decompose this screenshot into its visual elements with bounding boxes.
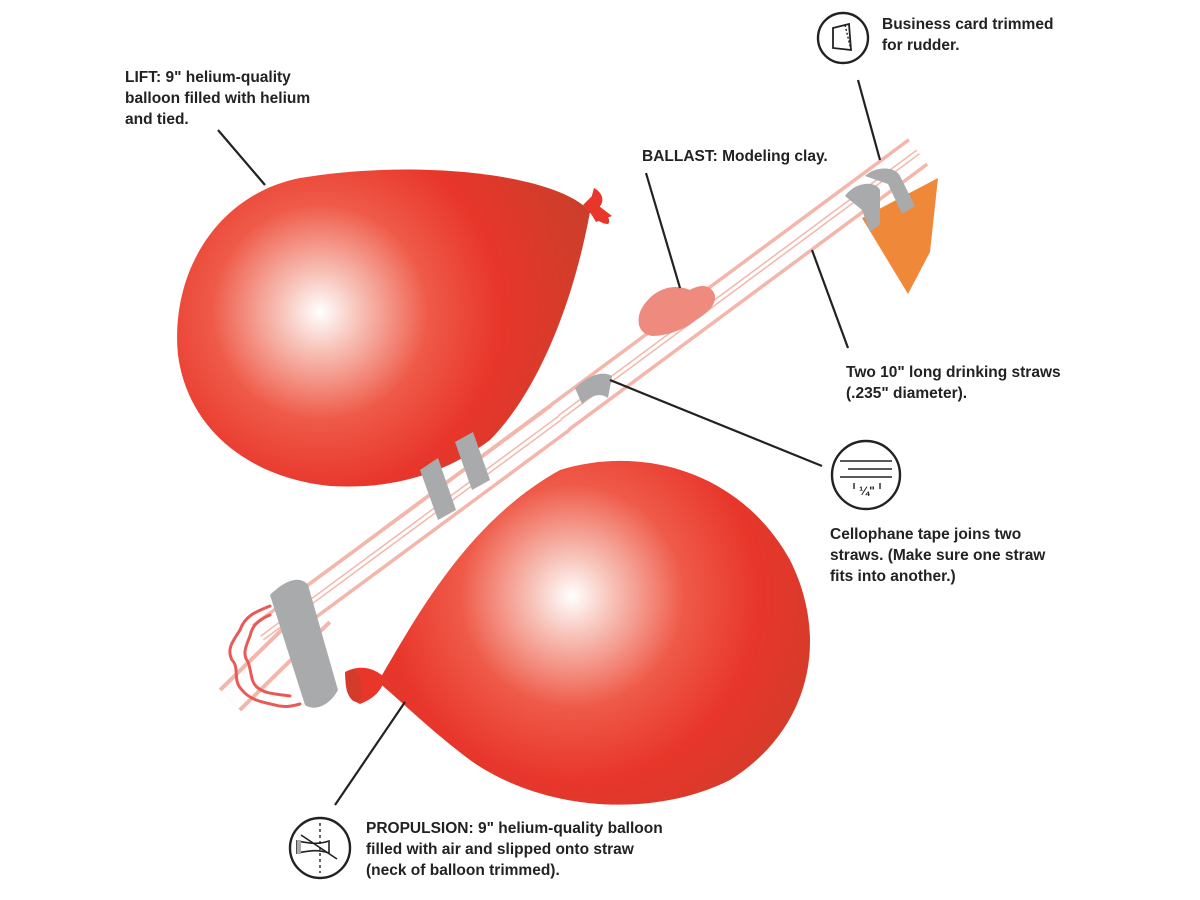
propulsion-balloon xyxy=(345,460,810,805)
ballast-label: BALLAST: Modeling clay. xyxy=(642,148,828,165)
leader-propulsion xyxy=(334,701,406,806)
lift-label: LIFT: 9" helium-quality balloon filled w… xyxy=(125,69,311,128)
lift-balloon xyxy=(177,169,612,487)
leader-ballast xyxy=(644,172,682,289)
straws-label: Two 10" long drinking straws (.235" diam… xyxy=(846,364,1061,402)
trimmed-neck xyxy=(228,604,302,709)
business-card-label: Business card trimmed for rudder. xyxy=(882,16,1054,54)
tape-label: Cellophane tape joins two straws. (Make … xyxy=(830,526,1046,585)
leader-lift xyxy=(217,129,266,186)
tape-rudder xyxy=(845,168,915,232)
rudder-card xyxy=(862,178,938,294)
leader-lines xyxy=(217,79,882,806)
tape-strips-lift xyxy=(420,432,490,520)
business-card-icon xyxy=(815,10,871,71)
tape-join xyxy=(575,373,612,404)
leader-business-card xyxy=(856,79,882,161)
propulsion-label: PROPULSION: 9" helium-quality balloon fi… xyxy=(366,820,663,879)
ballast-clay xyxy=(638,286,716,336)
tape-overlap-icon: ¼" xyxy=(828,437,904,518)
tape-overlap-label: ¼" xyxy=(859,484,875,498)
leader-straws xyxy=(810,249,850,349)
tape-propulsion-end xyxy=(270,579,338,708)
leader-tape xyxy=(609,378,823,468)
propulsion-icon xyxy=(287,815,353,886)
straw-front-segment xyxy=(289,404,571,624)
